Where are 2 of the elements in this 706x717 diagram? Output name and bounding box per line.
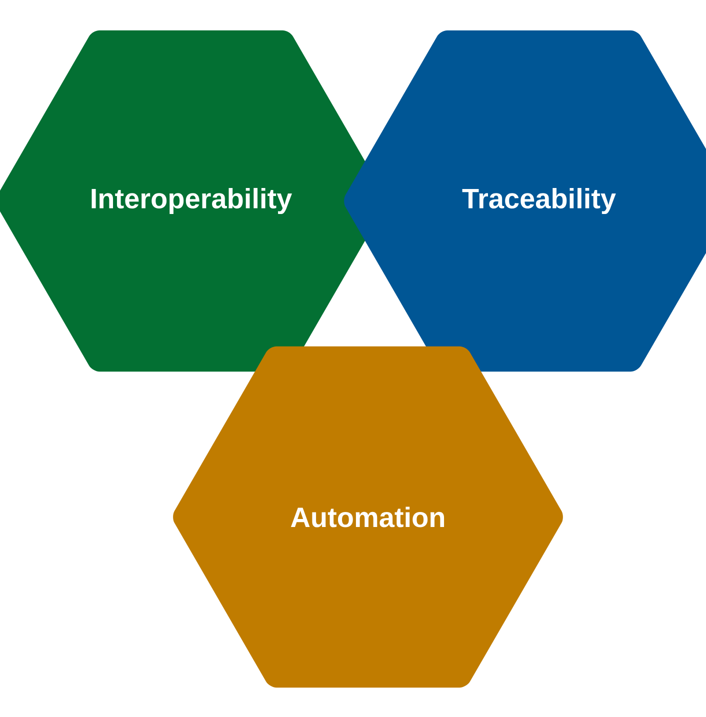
hexagon: Automation — [173, 346, 563, 688]
hexagon: Traceability — [344, 30, 706, 372]
